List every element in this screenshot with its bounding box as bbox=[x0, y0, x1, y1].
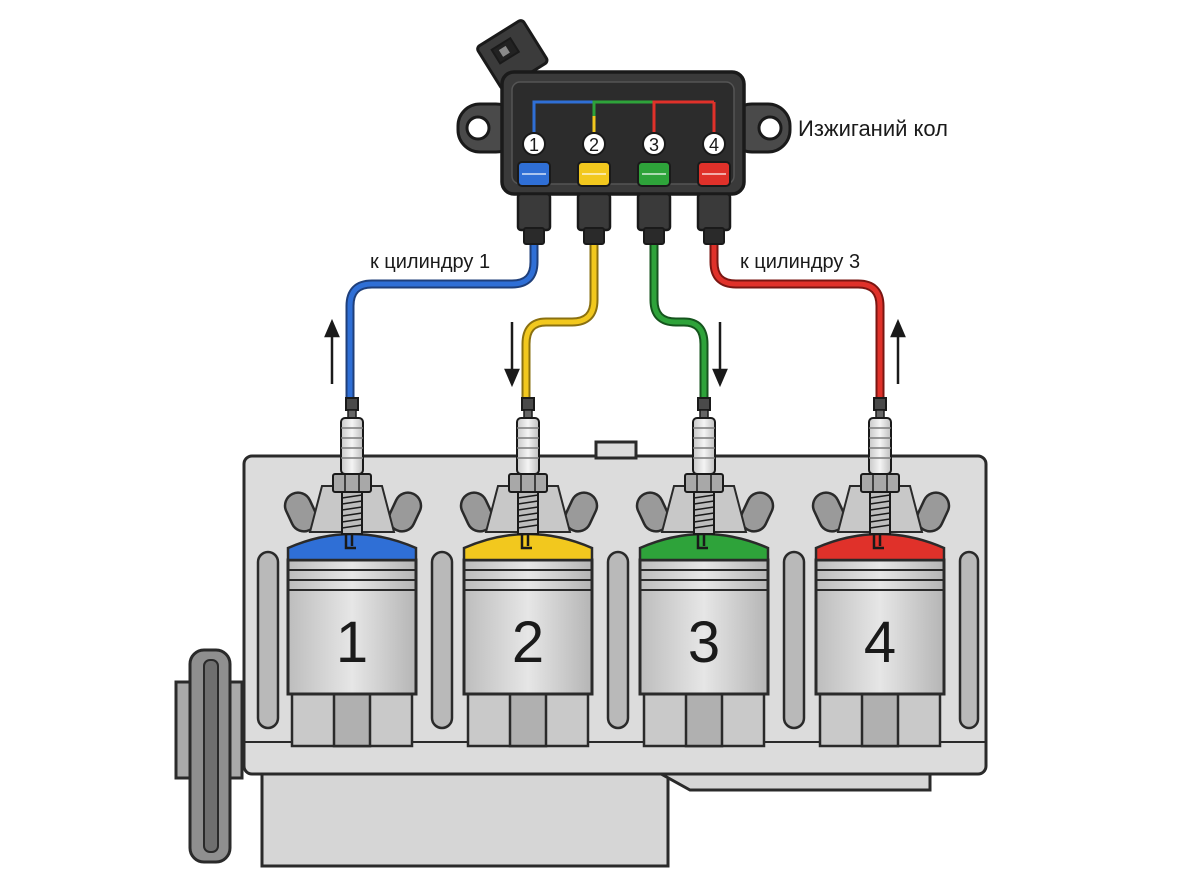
plug-hex bbox=[333, 474, 371, 492]
coolant-slot bbox=[784, 552, 804, 728]
piston-4: 4 bbox=[816, 534, 944, 746]
cylinder-number: 3 bbox=[688, 610, 720, 675]
plug-insulator bbox=[869, 418, 891, 474]
coolant-slot bbox=[258, 552, 278, 728]
terminal-boot bbox=[518, 194, 550, 230]
coolant-slot bbox=[608, 552, 628, 728]
plug-insulator bbox=[517, 418, 539, 474]
cylinder-number: 1 bbox=[336, 610, 368, 675]
terminal-boot bbox=[638, 194, 670, 230]
terminal-boot bbox=[578, 194, 610, 230]
terminal-number: 1 bbox=[529, 135, 539, 155]
piston-2: 2 bbox=[464, 534, 592, 746]
terminal-number: 2 bbox=[589, 135, 599, 155]
plug-hex bbox=[509, 474, 547, 492]
block-boss bbox=[596, 442, 636, 458]
terminal-number: 4 bbox=[709, 135, 719, 155]
terminal-number: 3 bbox=[649, 135, 659, 155]
terminal-boot bbox=[698, 194, 730, 230]
coolant-slot bbox=[960, 552, 978, 728]
coil-label: Изжиганий кол bbox=[798, 116, 948, 141]
arrow-down-icon bbox=[714, 322, 726, 384]
coolant-slot bbox=[432, 552, 452, 728]
wire-label-3: к цилиндру 3 bbox=[740, 251, 860, 273]
cylinder-number: 4 bbox=[864, 610, 896, 675]
cylinder-number: 2 bbox=[512, 610, 544, 675]
arrow-up-icon bbox=[326, 322, 338, 384]
plug-insulator bbox=[693, 418, 715, 474]
ignition-coil: 1 2 3 4 Изжиганий кол bbox=[458, 19, 948, 244]
plug-hex bbox=[861, 474, 899, 492]
piston-3: 3 bbox=[640, 534, 768, 746]
wire-label-1: к цилиндру 1 bbox=[370, 251, 490, 273]
piston-1: 1 bbox=[288, 534, 416, 746]
plug-hex bbox=[685, 474, 723, 492]
plug-insulator bbox=[341, 418, 363, 474]
arrow-up-icon bbox=[892, 322, 904, 384]
arrow-down-icon bbox=[506, 322, 518, 384]
